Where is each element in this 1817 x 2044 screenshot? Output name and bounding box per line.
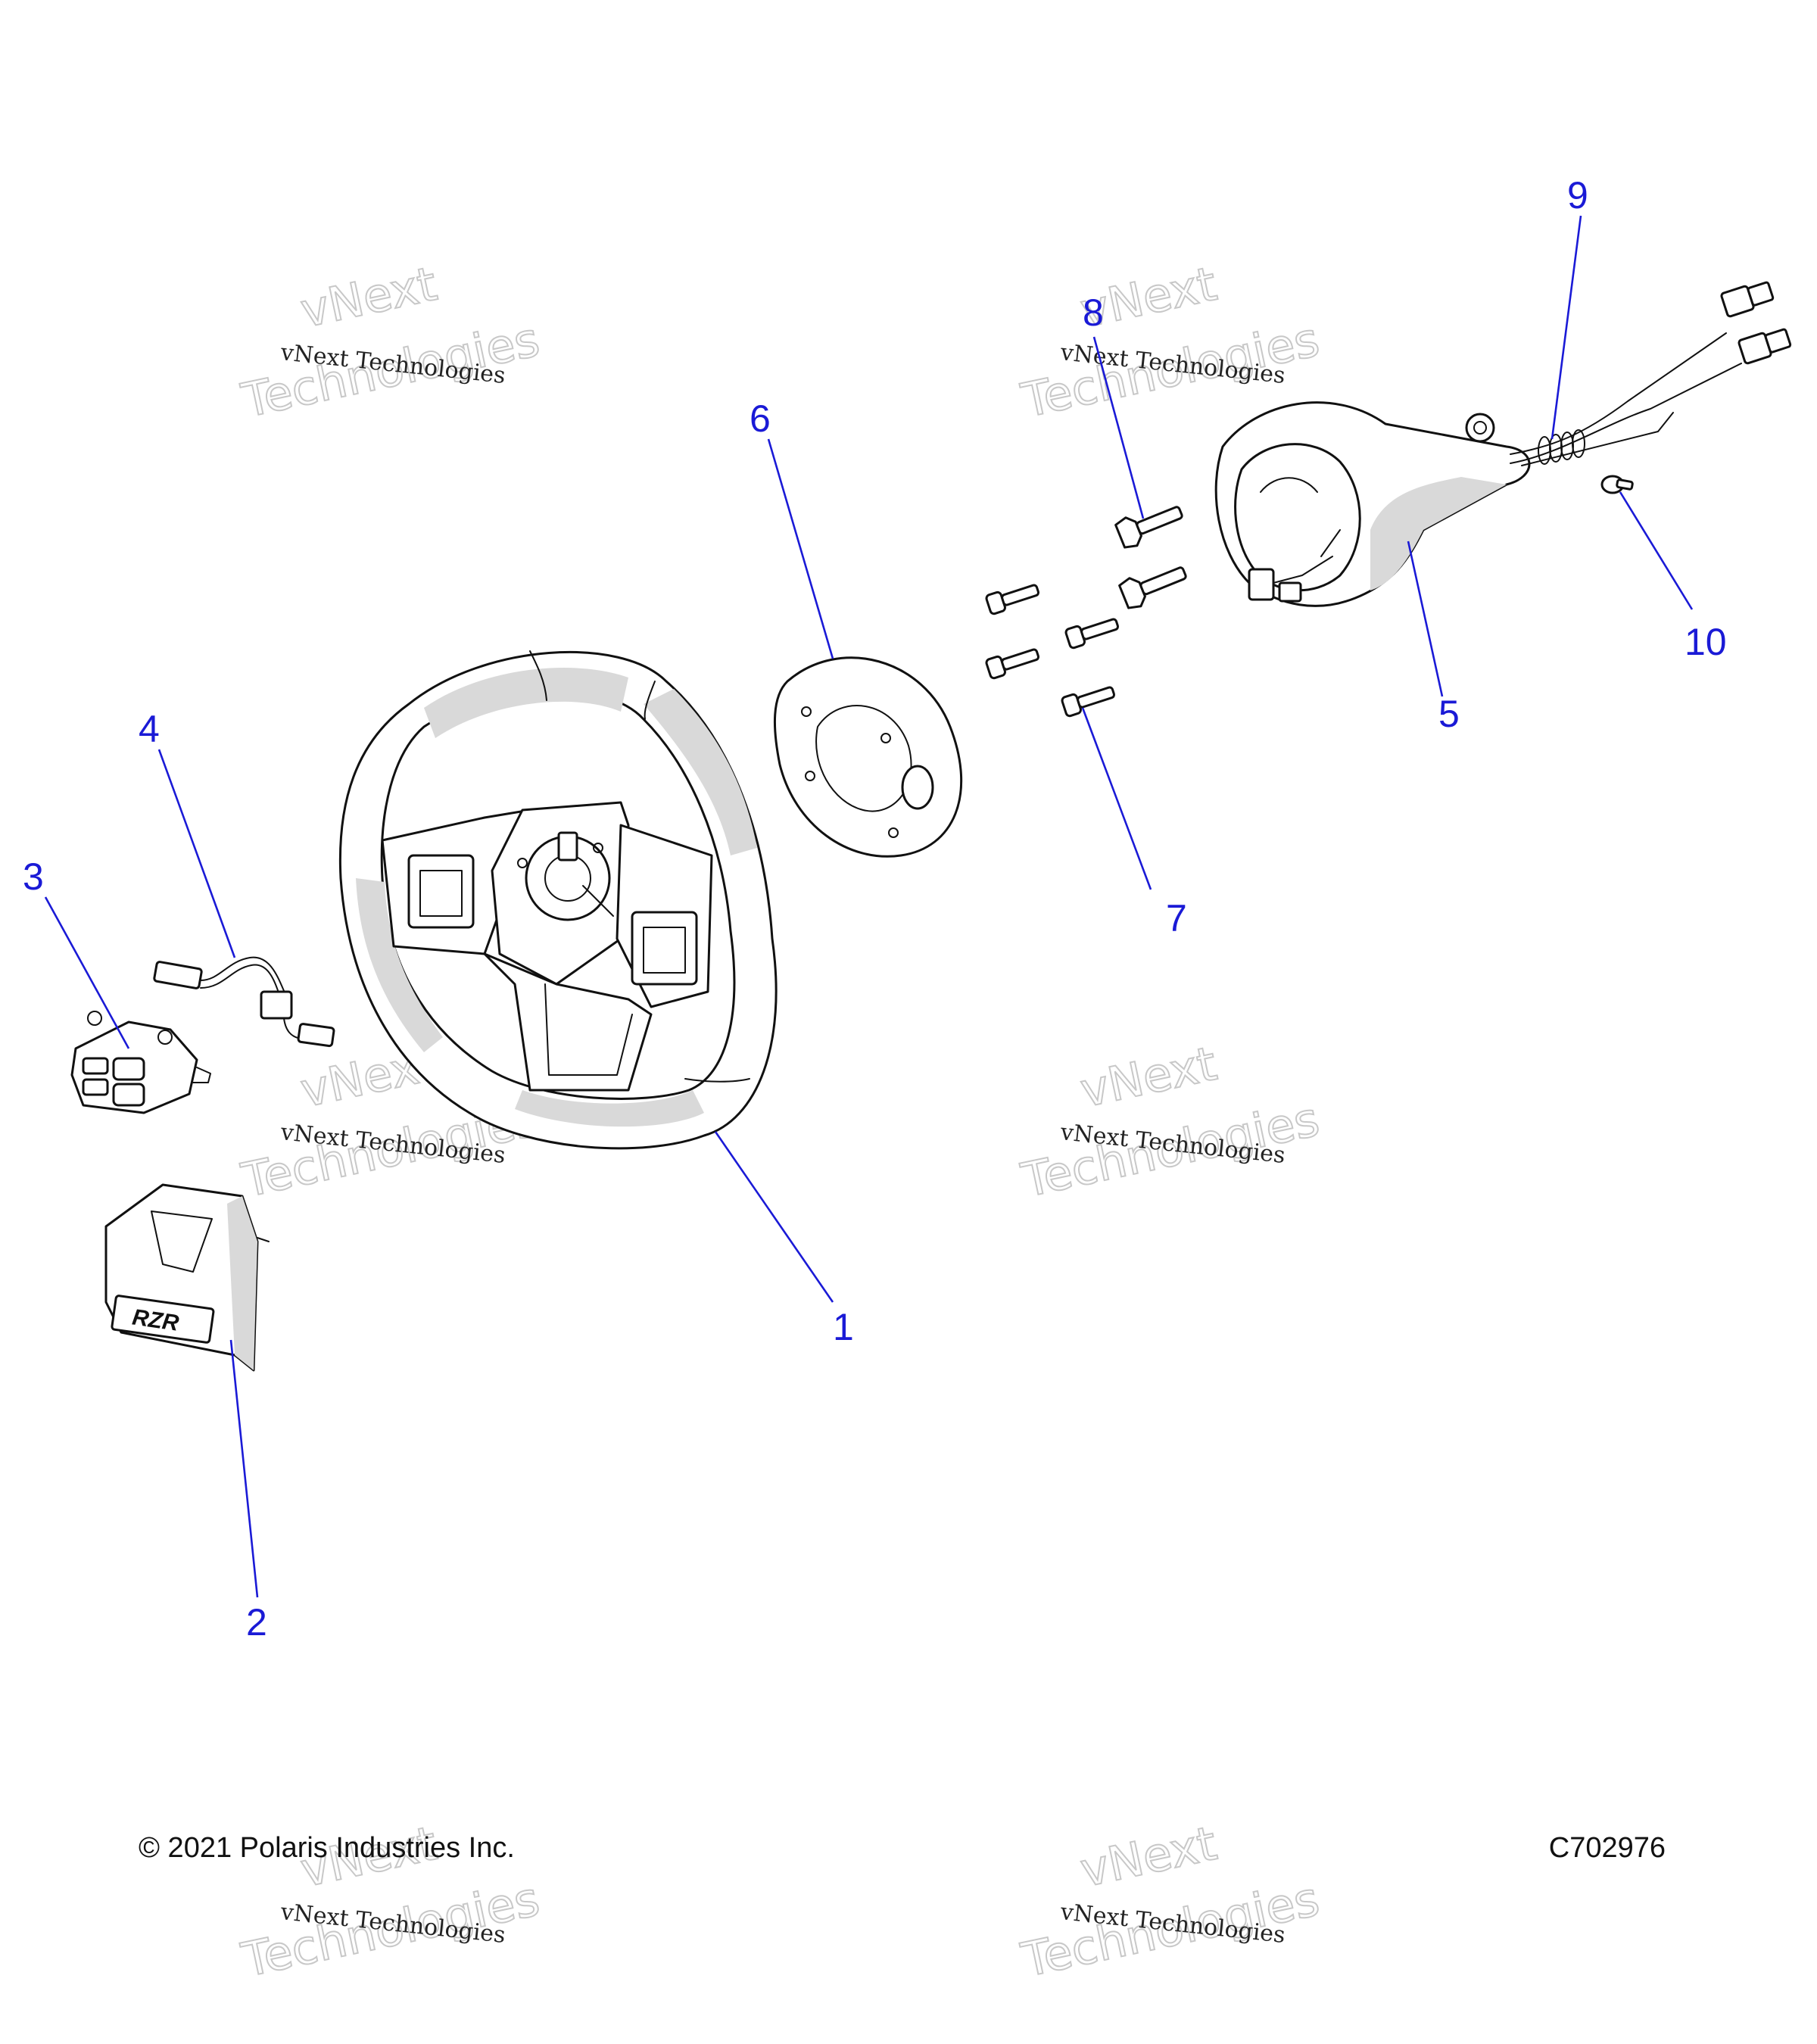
spacer-plate (774, 656, 963, 858)
leader-lines (44, 215, 1694, 1598)
leader-2 (229, 1339, 259, 1598)
leader-10 (1619, 491, 1694, 610)
watermark-5: vNext Technologies (236, 1815, 545, 1989)
steering-wheel (338, 650, 778, 1150)
callout-3: 3 (23, 855, 44, 898)
leader-7 (1081, 707, 1152, 890)
copyright-notice: © 2021 Polaris Industries Inc. (139, 1832, 515, 1864)
bolts-small (985, 584, 1120, 718)
callout-1: 1 (833, 1306, 854, 1348)
watermark-big-1: vNext (296, 256, 441, 338)
column-harness (1510, 281, 1792, 466)
leader-6 (767, 438, 834, 659)
switch-harness (153, 956, 335, 1048)
callout-7: 7 (1166, 897, 1187, 939)
watermark-2: vNext Technologies (1016, 255, 1325, 429)
watermark-big-11: vNext (1076, 1815, 1221, 1898)
callout-5: 5 (1438, 693, 1460, 735)
callout-10: 10 (1685, 621, 1727, 663)
diagram-code: C702976 (1548, 1832, 1666, 1864)
watermark-6: vNext Technologies (1016, 1815, 1325, 1989)
leader-8 (1092, 336, 1145, 519)
watermark-big-7: vNext (1076, 1036, 1221, 1118)
watermark-1: vNext Technologies (236, 255, 545, 429)
leader-5 (1407, 541, 1444, 697)
callout-8: 8 (1083, 291, 1104, 334)
leader-1 (714, 1131, 834, 1303)
leader-9 (1551, 215, 1582, 440)
callout-4: 4 (139, 708, 160, 750)
switch-module (70, 1011, 211, 1114)
center-cover: RZR (104, 1183, 270, 1372)
callout-9: 9 (1567, 174, 1588, 217)
callout-2: 2 (246, 1601, 267, 1644)
screw (1600, 475, 1634, 494)
leader-4 (157, 749, 236, 958)
bolts-flanged (1114, 506, 1187, 609)
column-housing (1214, 401, 1531, 607)
callout-6: 6 (750, 397, 771, 440)
leader-3 (44, 896, 130, 1049)
watermark-4: vNext Technologies (1016, 1035, 1325, 1209)
